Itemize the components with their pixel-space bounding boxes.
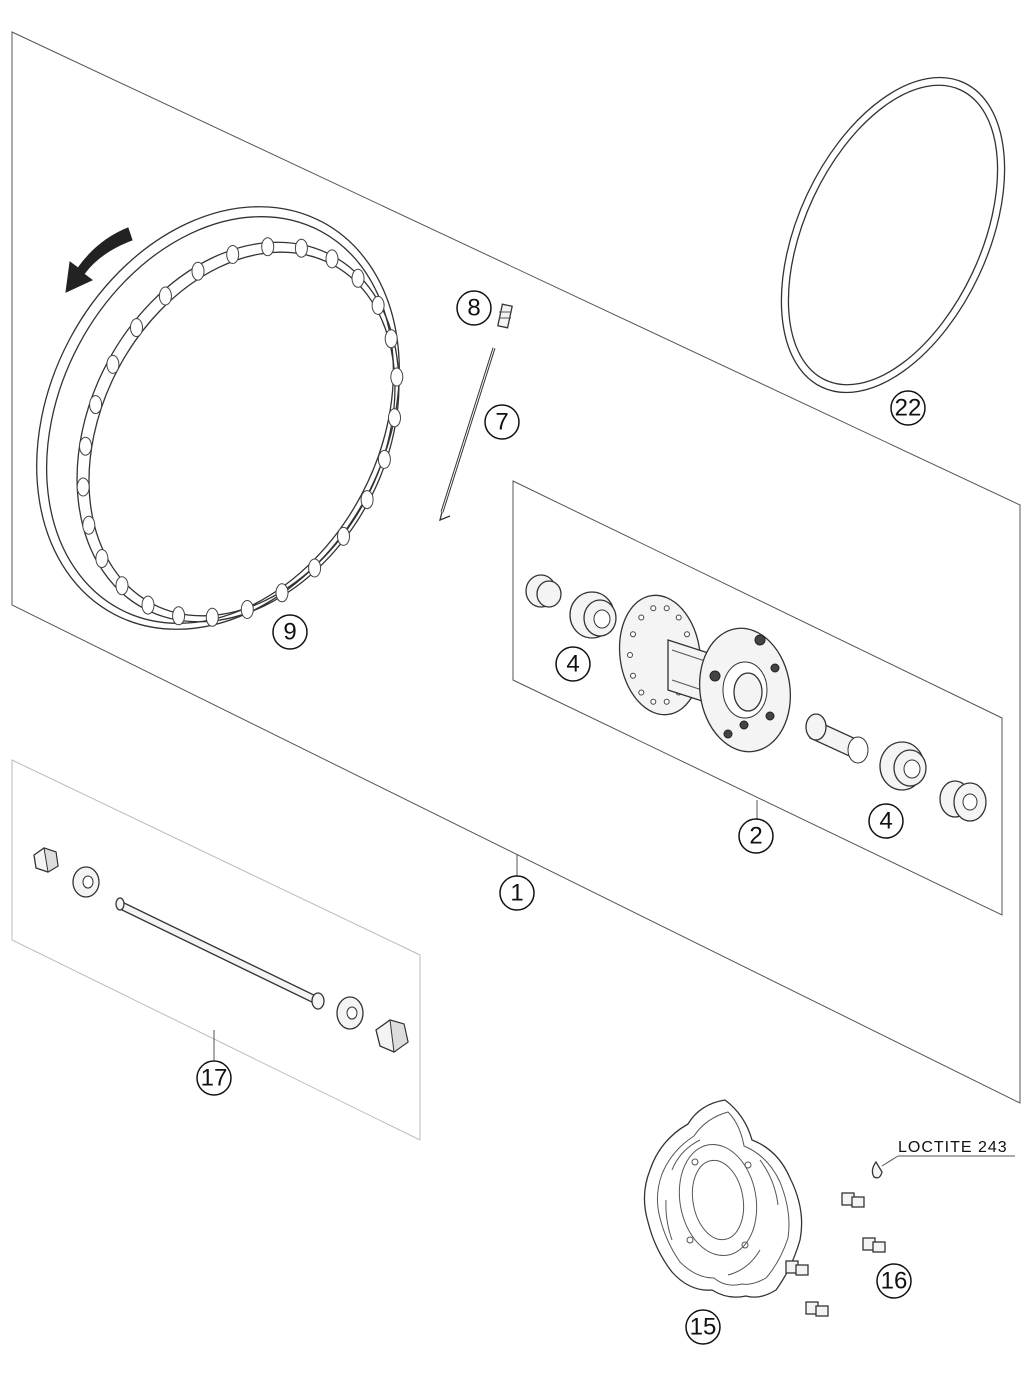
axle-nut-left	[33, 847, 59, 873]
rim-spoke-hole	[226, 245, 240, 264]
brake-disc	[643, 1099, 803, 1298]
rim-spoke-hole	[79, 436, 92, 456]
rim-spoke-hole	[158, 286, 172, 306]
rim-spoke-hole	[337, 526, 350, 546]
callout-7-label: 7	[495, 409, 508, 436]
washer-left	[72, 866, 100, 898]
rim-spoke-hole	[351, 268, 365, 288]
callout-15-label: 15	[690, 1314, 717, 1341]
rotation-direction-arrow	[65, 227, 133, 293]
callout-2-label: 2	[749, 823, 762, 850]
washer-right	[336, 996, 364, 1030]
hub-body	[618, 594, 792, 753]
hub-flange-hole	[650, 698, 657, 705]
disc-screw-4	[805, 1301, 829, 1317]
rim-spoke-hole	[106, 354, 120, 374]
hub-spacer-left	[525, 574, 562, 608]
rim-spoke-hole	[191, 261, 205, 281]
rim-spoke-hole	[384, 329, 398, 349]
rim	[36, 206, 404, 630]
loctite-label: LOCTITE 243	[898, 1139, 1008, 1156]
callout-17[interactable]: 17	[196, 1060, 232, 1096]
bearing-right	[879, 741, 927, 791]
loctite-note: LOCTITE 243	[871, 1139, 1015, 1179]
callout-16-label: 16	[881, 1268, 908, 1295]
hub-flange-hole	[630, 672, 636, 679]
rim-tape	[780, 76, 1006, 394]
callout-7[interactable]: 7	[484, 404, 520, 440]
axle	[115, 897, 325, 1010]
callout-1[interactable]: 1	[499, 875, 535, 911]
hub-assembly-frame	[512, 480, 1003, 916]
axle-set-frame	[11, 759, 421, 1141]
callout-16[interactable]: 16	[876, 1263, 912, 1299]
spoke	[439, 347, 496, 522]
callout-1-label: 1	[510, 880, 523, 907]
disc-screw-1	[841, 1192, 865, 1208]
rim-spoke-hole	[240, 600, 254, 619]
callout-8[interactable]: 8	[456, 290, 492, 326]
rim-spoke-hole	[89, 395, 103, 415]
callout-17-label: 17	[201, 1065, 228, 1092]
callout-22[interactable]: 22	[890, 390, 926, 426]
rim-spoke-hole	[130, 318, 143, 338]
hub-sleeve	[805, 713, 869, 764]
rim-spoke-hole	[275, 583, 289, 603]
hub-flange-hole	[675, 614, 682, 621]
nipple	[497, 303, 513, 329]
rim-spoke-hole	[141, 595, 155, 615]
callout-4-left-label: 4	[566, 651, 579, 678]
rim-spoke-hole	[205, 607, 219, 627]
disc-screw-2	[862, 1237, 886, 1253]
rim-spoke-hole	[115, 576, 129, 596]
hub-spacer-right	[939, 780, 987, 822]
disc-screw-3	[785, 1260, 809, 1276]
hub-flange-hole	[638, 614, 645, 621]
hub-flange-hole	[663, 605, 670, 612]
bearing-left	[569, 591, 617, 639]
rim-spoke-hole	[390, 367, 404, 387]
rim-spoke-hole	[388, 408, 401, 428]
rim-spoke-hole	[172, 606, 186, 626]
callout-15[interactable]: 15	[685, 1309, 721, 1345]
hub-flange-hole	[627, 652, 633, 658]
hub-flange-hole	[650, 605, 657, 612]
rim-spoke-hole	[76, 477, 90, 497]
rim-spoke-hole	[360, 490, 374, 510]
callout-2[interactable]: 2	[738, 818, 774, 854]
hub-flange-hole	[630, 631, 636, 638]
callout-8-label: 8	[467, 295, 480, 322]
callout-22-label: 22	[895, 395, 922, 422]
rim-spoke-hole	[95, 549, 109, 569]
rim-spoke-hole	[261, 237, 275, 257]
rim-spoke-hole	[308, 558, 322, 578]
callout-4-left[interactable]: 4	[555, 646, 591, 682]
callout-4-right[interactable]: 4	[868, 803, 904, 839]
callout-9-label: 9	[283, 619, 296, 646]
rim-spoke-hole	[377, 449, 391, 469]
axle-nut-right	[375, 1019, 409, 1053]
hub-flange-hole	[684, 631, 690, 638]
rim-spoke-hole	[82, 515, 96, 535]
wheel-assembly-frame	[11, 31, 1021, 1104]
hub-flange-hole	[663, 698, 670, 705]
callout-9[interactable]: 9	[272, 614, 308, 650]
rim-spoke-hole	[371, 295, 385, 315]
callout-4-right-label: 4	[879, 808, 892, 835]
hub-flange-hole	[638, 689, 645, 696]
rim-spoke-hole	[294, 238, 308, 258]
rim-spoke-hole	[325, 249, 339, 269]
